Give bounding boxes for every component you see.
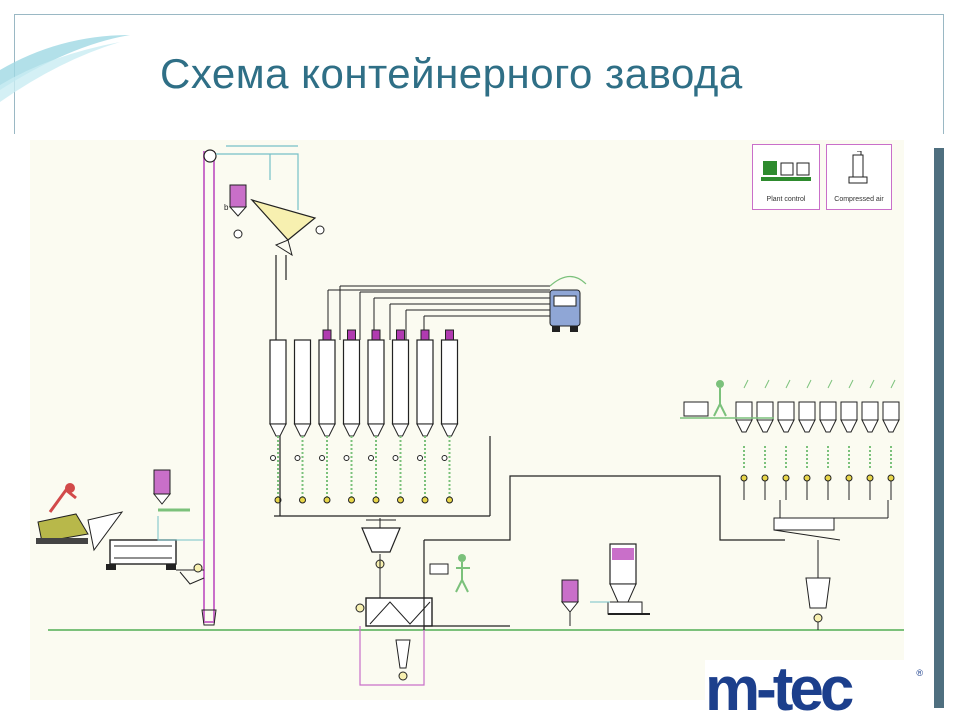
elevator-boot — [201, 609, 217, 626]
feed-line-top — [216, 153, 299, 210]
silo — [416, 329, 434, 504]
small-silo — [861, 379, 879, 500]
elevator-head — [203, 149, 217, 163]
logo-registered-mark: ® — [916, 668, 923, 678]
truck-icon — [549, 289, 581, 332]
silo — [367, 329, 385, 504]
silo — [318, 329, 336, 504]
packing-station — [560, 543, 650, 626]
silo — [342, 329, 361, 504]
rotary-dryer — [106, 539, 177, 570]
small-silo — [735, 379, 753, 500]
compressor-icon — [848, 151, 868, 184]
control-panel — [680, 380, 774, 419]
small-silo — [882, 379, 900, 500]
right-hopper — [805, 577, 831, 609]
operator-icon — [429, 554, 470, 593]
underground-pipe — [359, 626, 425, 686]
excavator-icon — [36, 483, 89, 544]
small-silo — [840, 379, 858, 500]
feed-line-top-2 — [226, 145, 298, 180]
transfer-line — [423, 475, 785, 630]
dosing-bin-top — [229, 184, 247, 208]
plant-control-box: Plant control — [752, 144, 820, 210]
logo-wordmark: m-tec — [705, 655, 854, 724]
silo — [391, 329, 410, 504]
plant-control-label: Plant control — [766, 196, 806, 203]
decorative-swoosh — [0, 35, 130, 102]
silo-collector — [274, 436, 491, 517]
silo — [440, 329, 459, 504]
plant-control-icon — [761, 161, 811, 181]
feed-bin-left — [152, 469, 204, 541]
truck-feed-lines — [327, 285, 550, 340]
plant-schematic: b — [36, 145, 904, 686]
slide-side-bar — [934, 148, 944, 708]
small-silo — [756, 379, 774, 500]
small-silo — [798, 379, 816, 500]
small-silos — [735, 379, 900, 500]
feed-conveyor — [87, 511, 124, 552]
compressed-air-box: Compressed air — [826, 144, 892, 210]
bucket-elevator — [203, 151, 215, 623]
small-silo — [777, 379, 795, 500]
small-silo-scale — [773, 517, 835, 531]
svg-text:b: b — [224, 203, 229, 212]
small-silo — [819, 379, 837, 500]
compressed-air-label: Compressed air — [834, 196, 884, 203]
slide-title: Схема контейнерного завода — [160, 50, 743, 97]
mtec-logo: m-tec ® — [705, 655, 925, 724]
separator-screen — [250, 198, 317, 241]
plant-diagram: b — [30, 140, 904, 700]
main-silos — [269, 329, 459, 504]
silo — [269, 339, 287, 504]
silo — [293, 339, 312, 504]
small-silo-collector — [774, 500, 889, 519]
mixer-hopper — [361, 527, 401, 553]
